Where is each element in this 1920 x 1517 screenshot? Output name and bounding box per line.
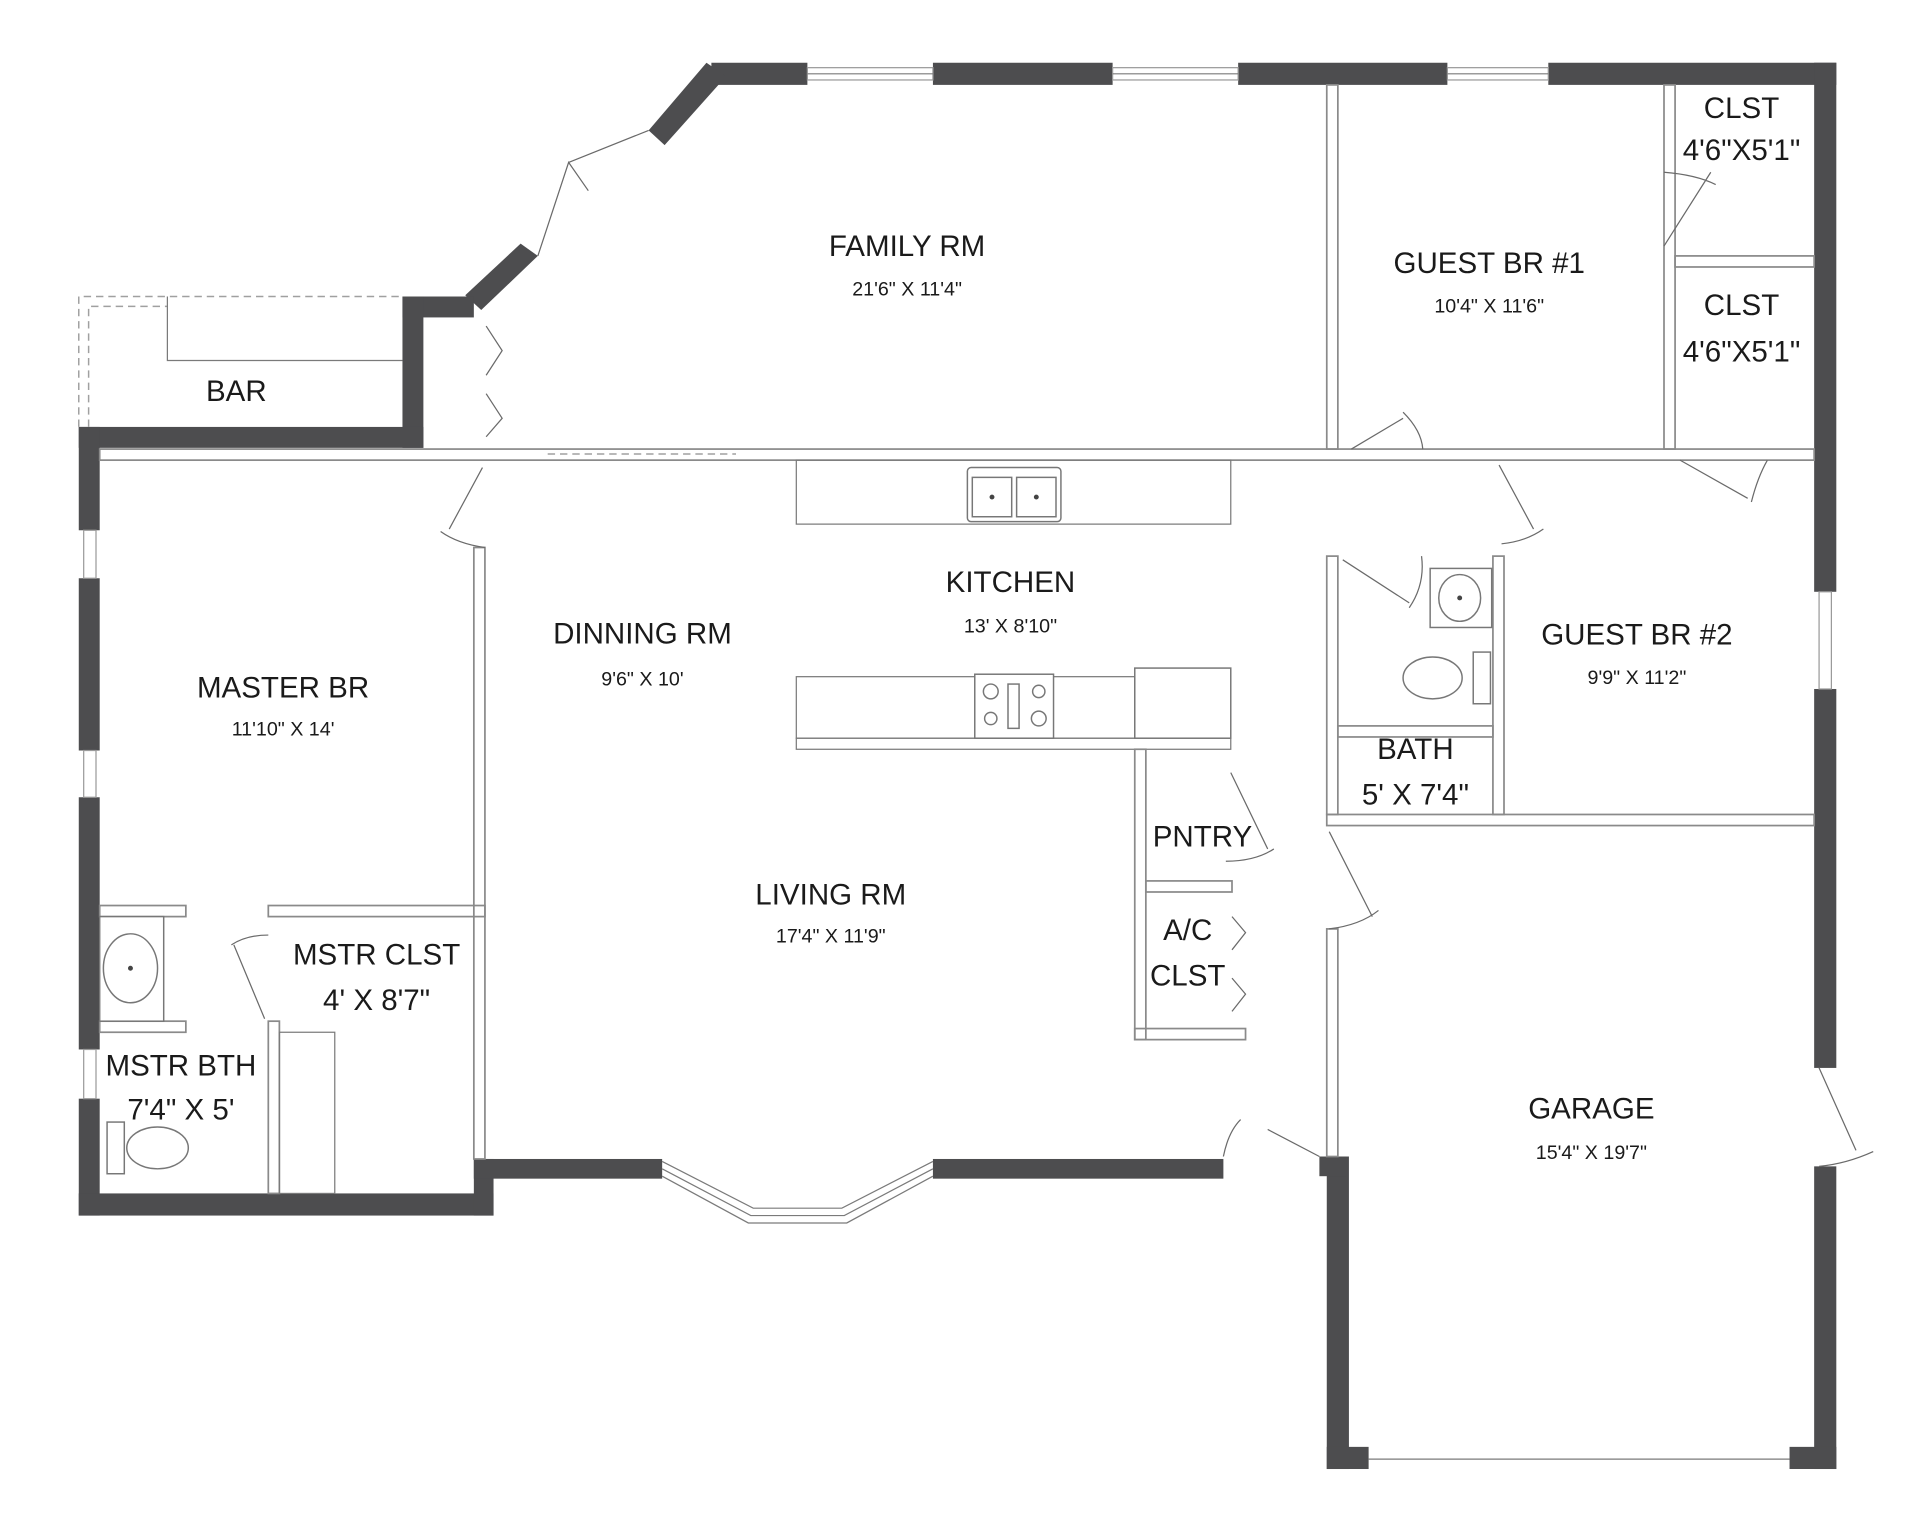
- bar-label: BAR: [206, 375, 267, 408]
- bath-label: BATH: [1377, 733, 1454, 766]
- dining-room-label: DINNING RM: [553, 617, 732, 650]
- master-closet-label: MSTR CLST: [293, 939, 460, 972]
- ac-closet-label-2: CLST: [1150, 960, 1225, 993]
- guest-br-2-dim: 9'9" X 11'2": [1588, 667, 1687, 689]
- master-bath-label: MSTR BTH: [105, 1049, 256, 1082]
- exterior-walls: [78, 62, 1837, 1470]
- living-room-label: LIVING RM: [755, 878, 906, 911]
- master-closet-dim: 4' X 8'7": [323, 984, 430, 1017]
- garage-label: GARAGE: [1528, 1092, 1654, 1125]
- guest-br-2-label: GUEST BR #2: [1541, 619, 1732, 652]
- doors: [231, 129, 1874, 1167]
- bath-dim: 5' X 7'4": [1362, 779, 1469, 812]
- master-bath-toilet: [106, 1121, 190, 1175]
- guest-br-1-label: GUEST BR #1: [1394, 247, 1585, 280]
- ac-closet-label-1: A/C: [1163, 914, 1212, 947]
- family-room-label: FAMILY RM: [829, 230, 985, 263]
- interior-walls: [98, 84, 1816, 1195]
- range-stove: [974, 673, 1055, 739]
- guest-bath-toilet: [1402, 651, 1492, 705]
- pantry-label: PNTRY: [1153, 820, 1253, 853]
- kitchen-dim: 13' X 8'10": [964, 615, 1057, 637]
- double-sink: [966, 466, 1062, 523]
- closet-1-label: CLST: [1704, 92, 1779, 125]
- guest-bath-sink: [1429, 567, 1493, 629]
- living-room-dim: 17'4" X 11'9": [776, 925, 886, 947]
- master-bath-sink: [98, 915, 165, 1022]
- refrigerator: [1134, 667, 1232, 739]
- dining-room-dim: 9'6" X 10': [601, 668, 683, 690]
- garage-dim: 15'4" X 19'7": [1536, 1142, 1647, 1164]
- master-br-dim: 11'10" X 14': [232, 719, 335, 741]
- windows: [78, 67, 1832, 1460]
- master-br-label: MASTER BR: [197, 672, 369, 705]
- closet-2-dim: 4'6"X5'1": [1683, 336, 1801, 369]
- family-room-dim: 21'6" X 11'4": [852, 278, 962, 300]
- closet-2-label: CLST: [1704, 289, 1779, 322]
- closet-1-dim: 4'6"X5'1": [1683, 134, 1801, 167]
- master-bath-dim: 7'4" X 5': [127, 1094, 234, 1127]
- room-labels: FAMILY RM 21'6" X 11'4" GUEST BR #1 10'4…: [105, 92, 1800, 1164]
- kitchen-label: KITCHEN: [946, 566, 1076, 599]
- guest-br-1-dim: 10'4" X 11'6": [1434, 296, 1544, 318]
